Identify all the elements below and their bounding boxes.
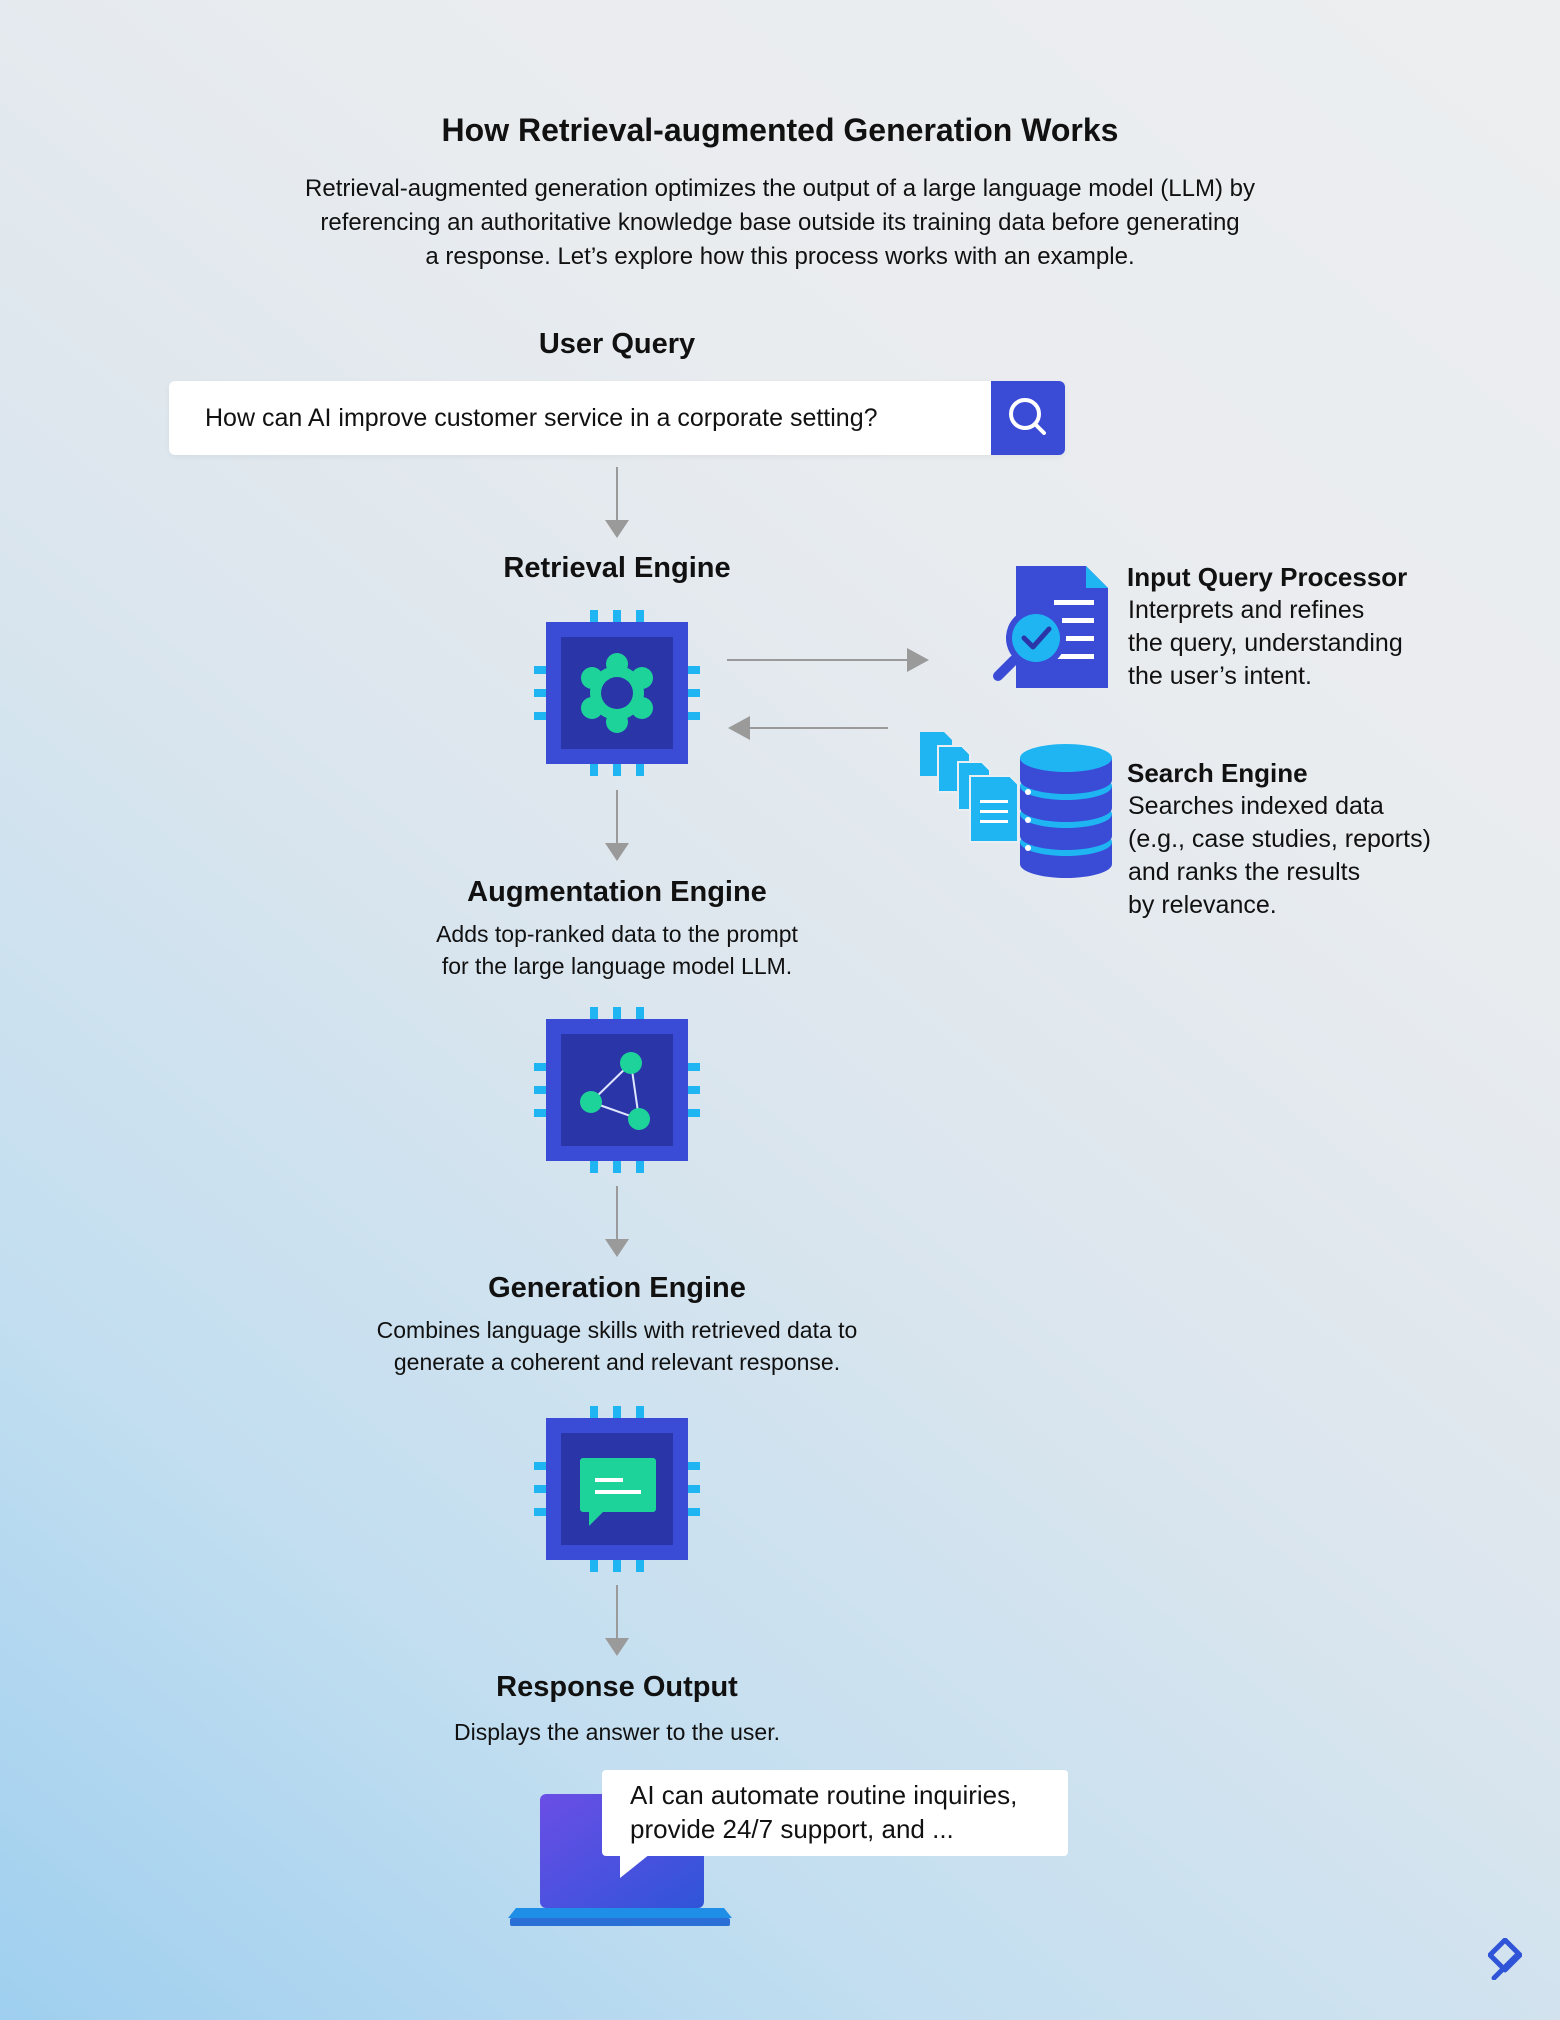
query-text[interactable]: How can AI improve customer service in a… — [205, 404, 878, 432]
desc-line: Interprets and refines — [1128, 596, 1365, 624]
page-title: How Retrieval-augmented Generation Works — [441, 112, 1119, 148]
desc-line: for the large language model LLM. — [441, 953, 793, 979]
gear-chip-icon — [534, 610, 700, 776]
bubble-tail — [620, 1854, 650, 1878]
document-check-icon — [993, 566, 1108, 688]
desc-line: the user’s intent. — [1128, 662, 1312, 690]
intro-line: referencing an authoritative knowledge b… — [320, 209, 1240, 236]
input-query-processor-title: Input Query Processor — [1127, 562, 1408, 592]
intro-line: Retrieval-augmented generation optimizes… — [305, 175, 1255, 202]
input-query-processor-desc: Interprets and refines the query, unders… — [1128, 594, 1403, 693]
query-search-bar[interactable]: How can AI improve customer service in a… — [169, 381, 1065, 455]
brand-logo-icon — [1488, 1938, 1522, 1980]
retrieval-engine-label: Retrieval Engine — [503, 552, 731, 584]
network-chip-icon — [534, 1007, 700, 1173]
desc-line: the query, understanding — [1128, 629, 1403, 657]
desc-line: (e.g., case studies, reports) — [1128, 825, 1431, 853]
search-engine-title: Search Engine — [1127, 758, 1308, 788]
generation-engine-label: Generation Engine — [488, 1272, 746, 1304]
desc-line: by relevance. — [1128, 891, 1277, 919]
augmentation-engine-desc: Adds top-ranked data to the prompt for t… — [367, 918, 867, 982]
desc-line: Adds top-ranked data to the prompt — [436, 921, 798, 947]
desc-line: Combines language skills with retrieved … — [376, 1317, 858, 1343]
answer-bubble: AI can automate routine inquiries, provi… — [602, 1770, 1068, 1878]
search-engine-desc: Searches indexed data (e.g., case studie… — [1128, 790, 1431, 922]
search-icon — [1009, 398, 1046, 435]
response-output-desc: Displays the answer to the user. — [454, 1719, 780, 1745]
intro-text: Retrieval-augmented generation optimizes… — [220, 172, 1340, 274]
chat-chip-icon — [534, 1406, 700, 1572]
desc-line: Searches indexed data — [1128, 792, 1384, 820]
desc-line: and ranks the results — [1128, 858, 1361, 886]
answer-text: AI can automate routine inquiries, provi… — [630, 1778, 1017, 1846]
intro-line: a response. Let’s explore how this proce… — [425, 243, 1135, 270]
user-query-label: User Query — [538, 328, 696, 360]
answer-line: provide 24/7 support, and ... — [630, 1814, 954, 1844]
augmentation-engine-label: Augmentation Engine — [467, 876, 767, 908]
desc-line: generate a coherent and relevant respons… — [393, 1349, 841, 1375]
search-button[interactable] — [991, 381, 1065, 455]
answer-line: AI can automate routine inquiries, — [630, 1780, 1018, 1810]
response-output-label: Response Output — [496, 1671, 738, 1703]
database-icon — [920, 732, 1112, 878]
generation-engine-desc: Combines language skills with retrieved … — [317, 1314, 917, 1378]
